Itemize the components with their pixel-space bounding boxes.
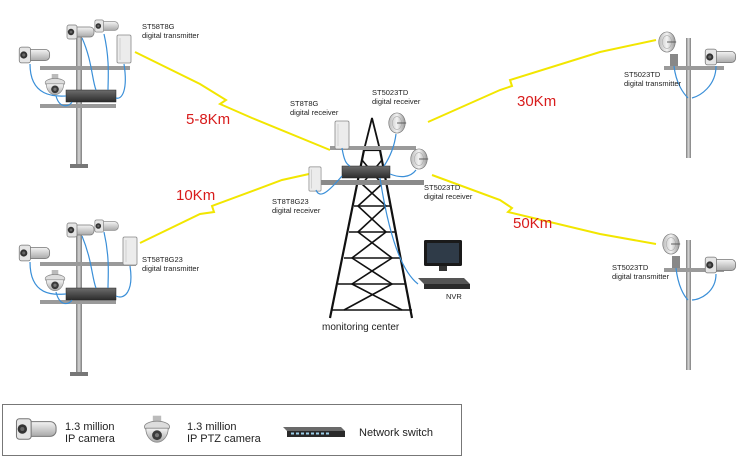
network-switch-center <box>341 165 391 179</box>
legend-ptz-camera-icon <box>143 415 171 443</box>
tower-crossbar <box>314 180 424 185</box>
nvr-front <box>424 284 470 289</box>
receiver-model-4: ST5023TD <box>424 183 461 192</box>
ptz-camera <box>44 270 66 292</box>
receiver-role-2: digital receiver <box>372 97 421 106</box>
ip-camera <box>94 19 119 33</box>
dish-antenna-receiver <box>410 148 429 170</box>
receiver-role-4: digital receiver <box>424 192 473 201</box>
link-line-top-left <box>134 51 331 151</box>
site-bottom-right: ST5023TD digital transmitter <box>612 233 737 370</box>
receiver-role-1: digital receiver <box>290 108 339 117</box>
monitoring-tower: ST8T8G digital receiver ST5023TD digital… <box>272 88 473 333</box>
role-label: digital transmitter <box>612 272 670 281</box>
legend-ip-camera-line1: 1.3 million <box>65 421 115 433</box>
panel-antenna <box>116 34 132 64</box>
crossbar <box>664 66 724 70</box>
dish-antenna <box>658 31 677 53</box>
model-label: ST58T8G <box>142 22 175 31</box>
pole <box>686 240 691 370</box>
monitor-stand <box>439 266 447 271</box>
role-label: digital transmitter <box>142 264 200 273</box>
legend-ptz-camera-line2: IP PTZ camera <box>187 433 261 445</box>
ip-camera <box>66 24 95 40</box>
dish-antenna-receiver <box>388 112 407 134</box>
pole-base <box>70 372 88 376</box>
nvr-box <box>418 278 470 284</box>
wireless-links <box>134 39 657 245</box>
model-label: ST5023TD <box>624 70 661 79</box>
role-label: digital transmitter <box>624 79 682 88</box>
crossbar <box>40 262 136 266</box>
link-line-mid-left <box>139 171 319 244</box>
ip-camera <box>704 48 737 66</box>
ip-camera <box>94 219 119 233</box>
crossbar <box>40 104 116 108</box>
legend-network-switch-icon <box>283 427 345 437</box>
site-top-left: ST58T8G digital transmitter <box>18 19 200 168</box>
legend-ip-camera-icon <box>15 418 57 440</box>
monitor-screen <box>427 243 459 263</box>
legend-ip-camera-line2: IP camera <box>65 433 115 445</box>
ip-camera <box>18 46 51 64</box>
model-label: ST5023TD <box>612 263 649 272</box>
legend-ptz-camera-line1: 1.3 million <box>187 421 237 433</box>
legend-ip-camera-label: 1.3 million IP camera <box>65 421 115 445</box>
ip-camera <box>18 244 51 262</box>
link-line-bottom-right <box>431 174 657 245</box>
crossbar <box>40 300 116 304</box>
legend-ptz-camera-label: 1.3 million IP PTZ camera <box>187 421 261 445</box>
nvr-label: NVR <box>446 292 462 301</box>
site-top-right: ST5023TD digital transmitter <box>624 31 737 158</box>
monitoring-center-label: monitoring center <box>322 322 400 333</box>
antenna-mount <box>670 54 678 66</box>
ptz-camera <box>44 74 66 96</box>
distance-label-mid-left: 10Km <box>176 187 215 204</box>
panel-antenna-receiver <box>334 120 350 150</box>
distance-label-top-right: 30Km <box>517 93 556 110</box>
pole-base <box>70 164 88 168</box>
nvr-station: NVR <box>418 240 470 301</box>
crossbar <box>40 66 130 70</box>
tower-spire <box>362 117 382 151</box>
link-line-top-right <box>427 39 657 123</box>
site-mid-left: ST58T8G23 digital transmitter <box>18 219 200 376</box>
panel-antenna <box>122 236 138 266</box>
tower-crossbar-upper <box>330 146 416 150</box>
network-switch <box>65 287 117 301</box>
receiver-model-2: ST5023TD <box>372 88 409 97</box>
panel-antenna-receiver <box>308 166 322 192</box>
receiver-role-3: digital receiver <box>272 206 321 215</box>
ip-camera <box>704 256 737 274</box>
model-label: ST58T8G23 <box>142 255 183 264</box>
network-switch <box>65 89 117 103</box>
crossbar <box>664 268 724 272</box>
ip-camera <box>66 222 95 238</box>
receiver-model-3: ST8T8G23 <box>272 197 309 206</box>
antenna-mount <box>672 256 680 268</box>
receiver-model-1: ST8T8G <box>290 99 319 108</box>
distance-label-top-left: 5-8Km <box>186 111 230 128</box>
legend-network-switch-label: Network switch <box>359 427 433 439</box>
distance-label-bottom-right: 50Km <box>513 215 552 232</box>
dish-antenna <box>662 233 681 255</box>
legend: 1.3 million IP camera 1.3 million IP PTZ… <box>2 404 462 456</box>
role-label: digital transmitter <box>142 31 200 40</box>
pole <box>686 38 691 158</box>
